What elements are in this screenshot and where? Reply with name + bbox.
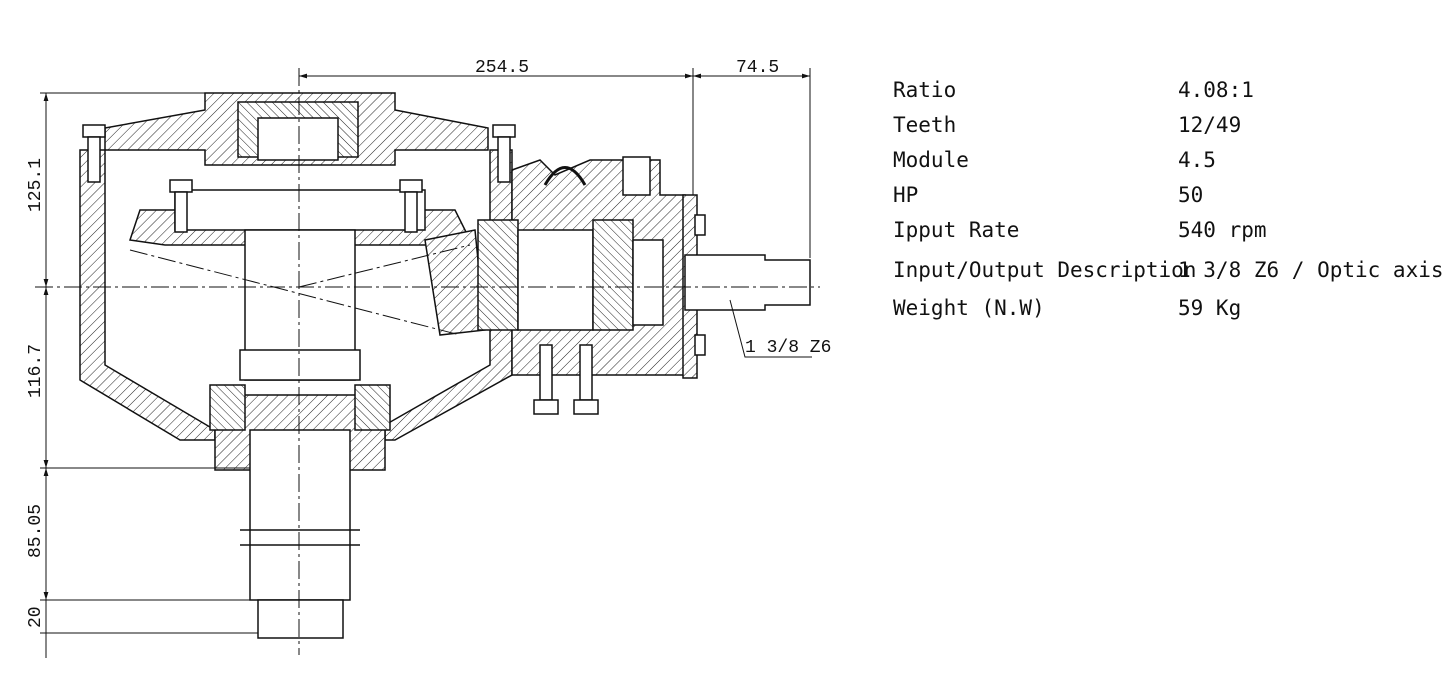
spec-row-ratio: Ratio 4.08:1 — [893, 74, 1393, 109]
spline-callout: 1 3/8 Z6 — [745, 338, 831, 358]
spec-value: 12/49 — [1178, 113, 1242, 137]
spec-label: Ipput Rate — [893, 218, 1020, 242]
spec-row-teeth: Teeth 12/49 — [893, 109, 1393, 144]
spec-label: Ratio — [893, 78, 957, 102]
gearbox-cross-section-drawing: 254.5 74.5 125.1 116.7 85.05 20 1 3/8 Z6 — [26, 58, 831, 658]
dim-shaft-length: 85.05 — [26, 504, 46, 558]
spec-row-input-rate: Ipput Rate 540 rpm — [893, 214, 1393, 249]
spec-label: Input/Output Description — [893, 258, 1197, 282]
spec-value: 59 Kg — [1178, 296, 1242, 320]
spec-row-weight: Weight (N.W) 59 Kg — [893, 292, 1393, 327]
spec-label: HP — [893, 183, 919, 207]
vertical-shaft-assembly — [129, 101, 472, 639]
spec-value: 50 — [1178, 183, 1204, 207]
spec-value: 540 rpm — [1178, 218, 1267, 242]
dim-shaft-end: 20 — [26, 606, 46, 628]
spec-row-hp: HP 50 — [893, 179, 1393, 214]
dim-height-lower: 116.7 — [26, 344, 46, 398]
spec-label: Teeth — [893, 113, 957, 137]
center-lines — [35, 68, 820, 655]
dim-width-shaft: 74.5 — [736, 58, 779, 78]
spec-row-module: Module 4.5 — [893, 144, 1393, 179]
spec-value: 1 3/8 Z6 / Optic axis — [1178, 258, 1444, 282]
spec-label: Module — [893, 148, 969, 172]
spec-table: Ratio 4.08:1 Teeth 12/49 Module 4.5 HP 5… — [893, 74, 1444, 327]
spec-value: 4.5 — [1178, 148, 1216, 172]
dimension-labels: 254.5 74.5 125.1 116.7 85.05 20 1 3/8 Z6 — [26, 58, 831, 628]
dim-width-main: 254.5 — [475, 58, 529, 78]
spec-value: 4.08:1 — [1178, 78, 1254, 102]
spec-label: Weight (N.W) — [893, 296, 1045, 320]
dimension-lines — [40, 68, 812, 658]
dim-height-upper: 125.1 — [26, 158, 46, 212]
horizontal-shaft-assembly — [424, 219, 811, 336]
bolts — [82, 124, 706, 415]
spec-row-io-description: Input/Output Description 1 3/8 Z6 / Opti… — [893, 249, 1444, 292]
